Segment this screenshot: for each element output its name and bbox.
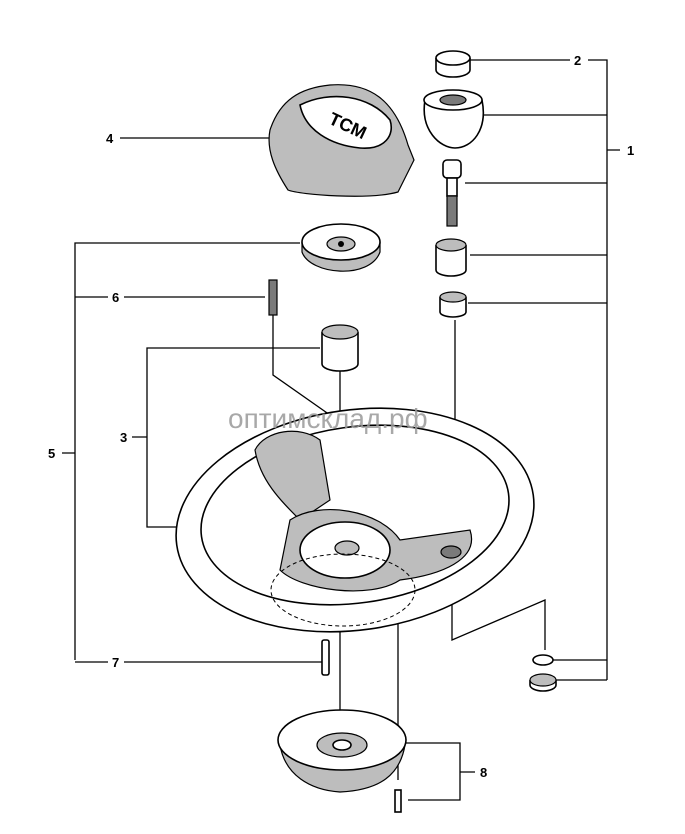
callout-8: 8: [480, 765, 487, 780]
cap-part: [435, 50, 471, 78]
callout-6: 6: [112, 290, 119, 305]
spacer-part: [321, 324, 359, 372]
screw-bottom-part: [394, 789, 402, 813]
washer-part: [532, 654, 554, 666]
callout-3: 3: [120, 430, 127, 445]
callout-1: 1: [627, 143, 634, 158]
hub-plate-part: [301, 223, 381, 272]
callout-7: 7: [112, 655, 119, 670]
nut-part: [529, 673, 557, 692]
bushing-part: [435, 238, 467, 277]
bushing-small-part: [439, 291, 467, 318]
callout-2: 2: [574, 53, 581, 68]
watermark: оптимсклад.рф: [228, 403, 428, 434]
screw-part: [321, 639, 330, 676]
bolt-part: [442, 159, 462, 227]
callout-4: 4: [106, 131, 114, 146]
steering-wheel-part: [175, 407, 535, 633]
stud-part: [268, 279, 278, 316]
horn-cover-part: TCM: [268, 84, 415, 197]
spinner-knob-part: [423, 89, 485, 149]
callout-5: 5: [48, 446, 55, 461]
bottom-cover-part: [277, 709, 407, 793]
